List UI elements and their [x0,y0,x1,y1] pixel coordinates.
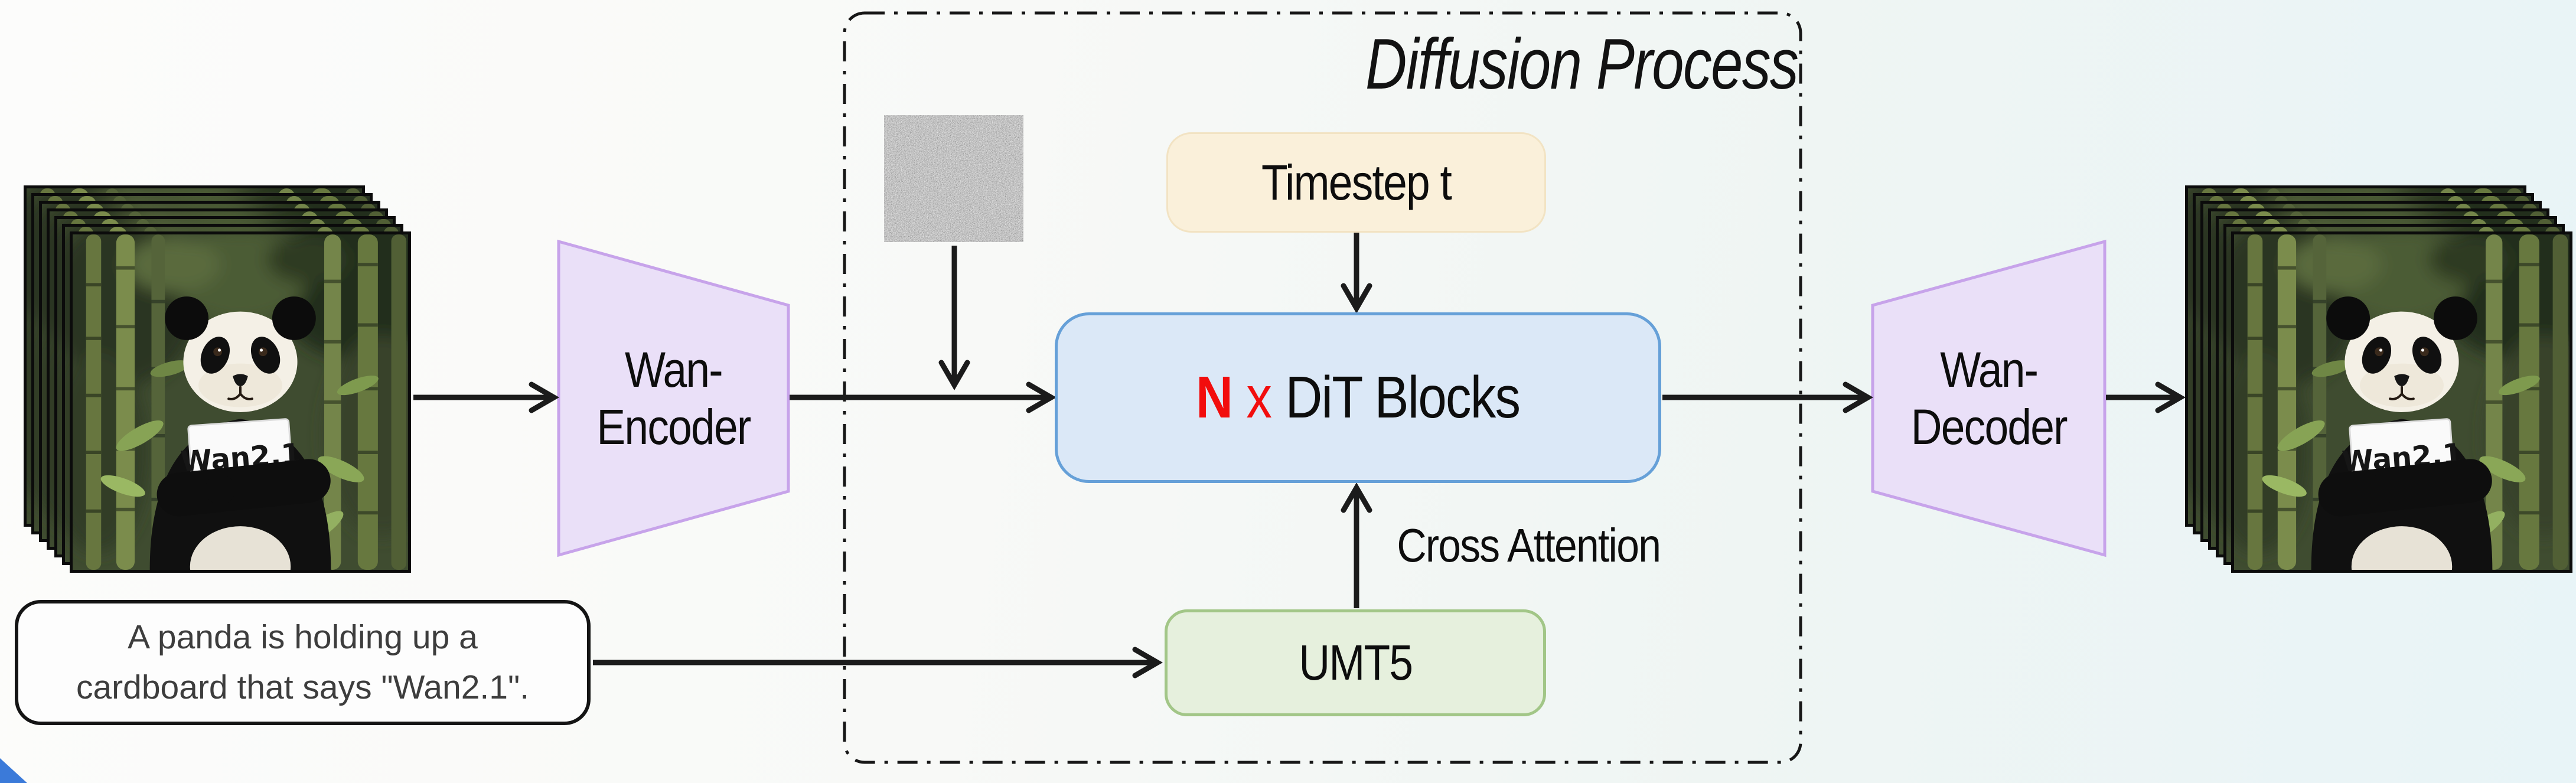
dit-label: DiT Blocks [1285,364,1521,430]
prompt-line-1: A panda is holding up a [128,618,478,656]
corner-accent [0,758,27,783]
timestep-label: Timestep t [1261,154,1452,210]
panda-frame-art [2234,234,2570,570]
timestep-box: Timestep t [1166,132,1546,233]
umt5-label: UMT5 [1299,635,1413,691]
cross-attention-label: Cross Attention [1397,519,1661,572]
encoder-label: Wan- Encoder [596,341,751,455]
prompt-line-2: cardboard that says "Wan2.1". [76,668,530,706]
diffusion-process-label: Diffusion Process [1365,24,1799,104]
output-video-stack [2185,185,2572,573]
prompt-box: A panda is holding up a cardboard that s… [15,600,591,725]
noise-image [884,115,1023,242]
input-video-stack [24,185,411,573]
video-frame [2231,231,2572,573]
umt5-box: UMT5 [1165,609,1546,716]
dit-count: N [1196,364,1233,430]
panda-frame-art [73,234,408,570]
decoder-label: Wan- Decoder [1910,341,2068,455]
video-frame [70,231,411,573]
dit-times: x [1246,364,1273,430]
